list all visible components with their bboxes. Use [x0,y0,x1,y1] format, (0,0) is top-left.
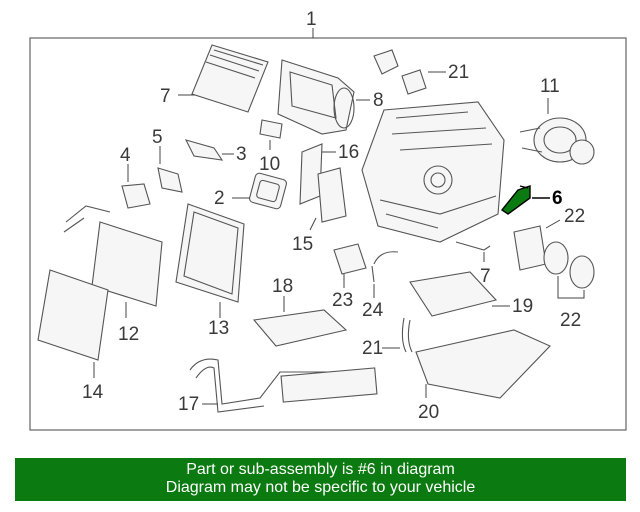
callout-6: 6 [552,188,563,209]
callout-11: 11 [540,76,560,97]
callout-21: 21 [362,338,383,359]
callout-2: 2 [214,188,225,209]
callout-7: 7 [480,266,491,287]
callout-4: 4 [120,145,131,166]
part-23 [513,225,547,271]
part-17 [189,358,372,413]
part-24 [333,243,367,275]
part-10 [259,119,283,139]
part-19 [409,271,498,317]
part-17-core [280,367,378,403]
part-22-top [373,49,427,95]
part-2 [249,172,287,210]
callout-8: 8 [373,90,384,111]
part-15 [317,167,347,223]
callout-13: 13 [208,318,229,339]
part-5 [157,167,183,193]
callout-17: 17 [178,394,199,415]
hvac-case [361,101,505,243]
callout-20: 20 [418,402,439,423]
part-13 [175,203,245,303]
callout-18: 18 [272,276,293,297]
banner-line-2: Diagram may not be specific to your vehi… [165,479,476,496]
part-25 [371,251,399,283]
callout-19: 19 [512,296,533,317]
part-21 [401,317,413,353]
callout-10: 10 [259,154,280,175]
part-8 [277,59,355,135]
part-7 [455,241,491,251]
leader-23 [545,219,561,229]
part-3 [184,139,224,161]
banner-line-1: Part or sub-assembly is #6 in diagram [186,461,455,478]
callout-9: 7 [160,86,171,107]
part-14 [37,269,109,361]
part-12 [63,205,163,307]
callout-15: 15 [292,234,313,255]
callout-22-bottom: 22 [560,310,581,331]
callout-22-top: 21 [448,62,469,83]
part-20 [415,329,551,399]
part-info-banner: Part or sub-assembly is #6 in diagram Di… [15,458,626,501]
callout-23: 22 [564,206,585,227]
callout-1: 1 [306,9,317,30]
callout-5: 5 [152,127,163,148]
part-4 [121,183,151,209]
part-11 [519,117,595,165]
callout-14: 14 [82,382,104,403]
callout-24: 23 [332,290,353,311]
callout-25: 24 [362,300,384,321]
callout-16: 16 [338,142,359,163]
callout-12: 12 [118,324,139,345]
parts-diagram: 1 7 8 21 11 6 [29,9,627,431]
part-22-bottom [543,241,595,289]
part-6-highlighted [500,185,531,215]
part-18 [252,309,348,347]
leader-22-bottom [557,276,585,299]
part-9 [191,44,269,113]
leader-15 [309,217,317,231]
callout-3: 3 [236,144,247,165]
